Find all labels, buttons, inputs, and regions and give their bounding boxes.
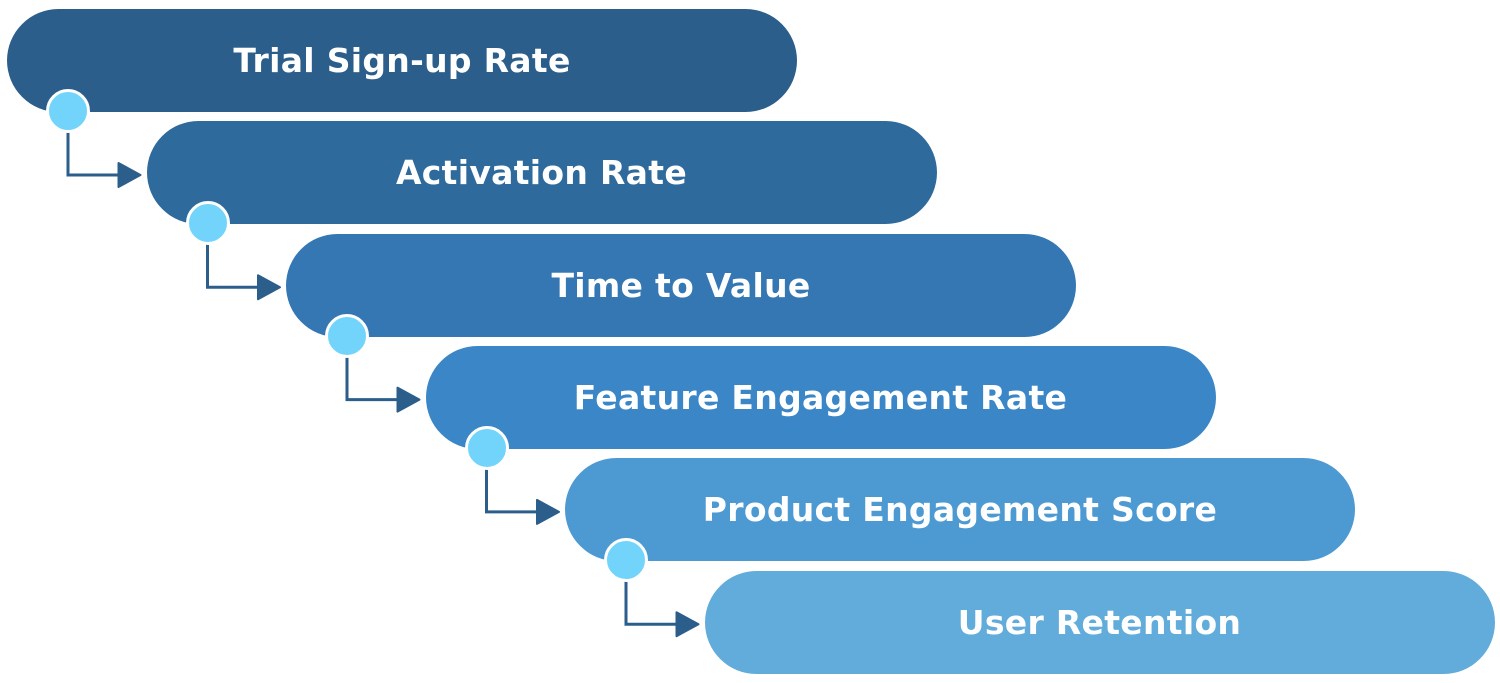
step-label: Activation Rate (395, 153, 688, 193)
node-dot-icon (464, 425, 509, 470)
node-dot-icon (185, 201, 230, 246)
step-label: Time to Value (551, 265, 811, 305)
step-label: User Retention (957, 602, 1242, 642)
step-label: Product Engagement Score (702, 490, 1218, 530)
node-dot-icon (46, 89, 90, 133)
connector-line (624, 580, 681, 626)
step-product-engagement-score: Product Engagement Score (565, 458, 1355, 562)
node-dot-icon (604, 538, 648, 583)
connector-line (66, 131, 123, 177)
step-time-to-value: Time to Value (286, 233, 1076, 337)
node-dot-icon (325, 313, 369, 358)
connector-line (206, 243, 262, 289)
connector-line (485, 467, 541, 514)
step-user-retention: User Retention (704, 570, 1495, 674)
arrow-right-icon (117, 162, 142, 188)
step-label: Feature Engagement Rate (573, 377, 1068, 417)
step-feature-engagement-rate: Feature Engagement Rate (425, 345, 1216, 449)
arrow-right-icon (675, 611, 700, 638)
arrow-right-icon (396, 386, 421, 413)
connector-line (345, 355, 402, 402)
arrow-right-icon (536, 498, 560, 525)
step-trial-sign-up-rate: Trial Sign-up Rate (7, 9, 797, 112)
arrow-right-icon (257, 274, 281, 301)
step-activation-rate: Activation Rate (146, 121, 937, 225)
step-label: Trial Sign-up Rate (233, 41, 571, 80)
